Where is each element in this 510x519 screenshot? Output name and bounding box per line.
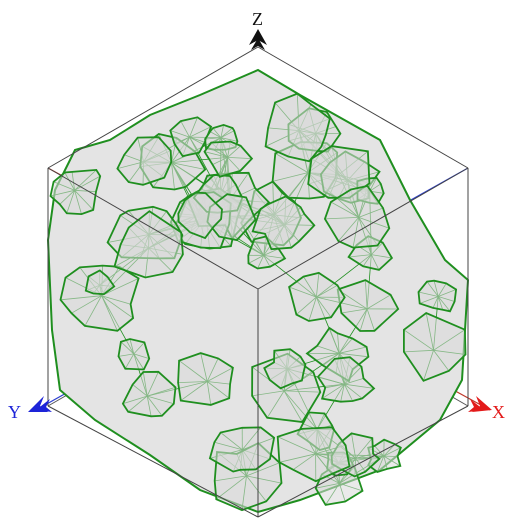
grain (251, 195, 316, 251)
grain (177, 352, 234, 406)
z-axis-arrow (249, 29, 267, 50)
grain (113, 210, 184, 279)
grain (402, 311, 467, 382)
grain (288, 271, 346, 322)
x-axis-label: X (492, 402, 505, 422)
x-axis-arrow (468, 396, 492, 412)
grain (49, 168, 102, 216)
grain-boundaries (49, 92, 467, 512)
z-axis-label: Z (252, 9, 263, 29)
grain (263, 348, 307, 390)
grain (169, 116, 213, 158)
grain (323, 184, 391, 249)
grain (264, 92, 331, 163)
grain (177, 191, 223, 240)
grain (316, 356, 376, 403)
bounding-box-edges (47, 46, 469, 518)
grain (117, 338, 151, 371)
grain (417, 279, 458, 313)
grain (276, 426, 351, 483)
y-axis-label: Y (8, 402, 21, 422)
grain (121, 370, 177, 418)
y-axis-arrow (28, 396, 52, 412)
grain (84, 269, 116, 296)
grain (203, 140, 254, 178)
grain (116, 136, 173, 186)
